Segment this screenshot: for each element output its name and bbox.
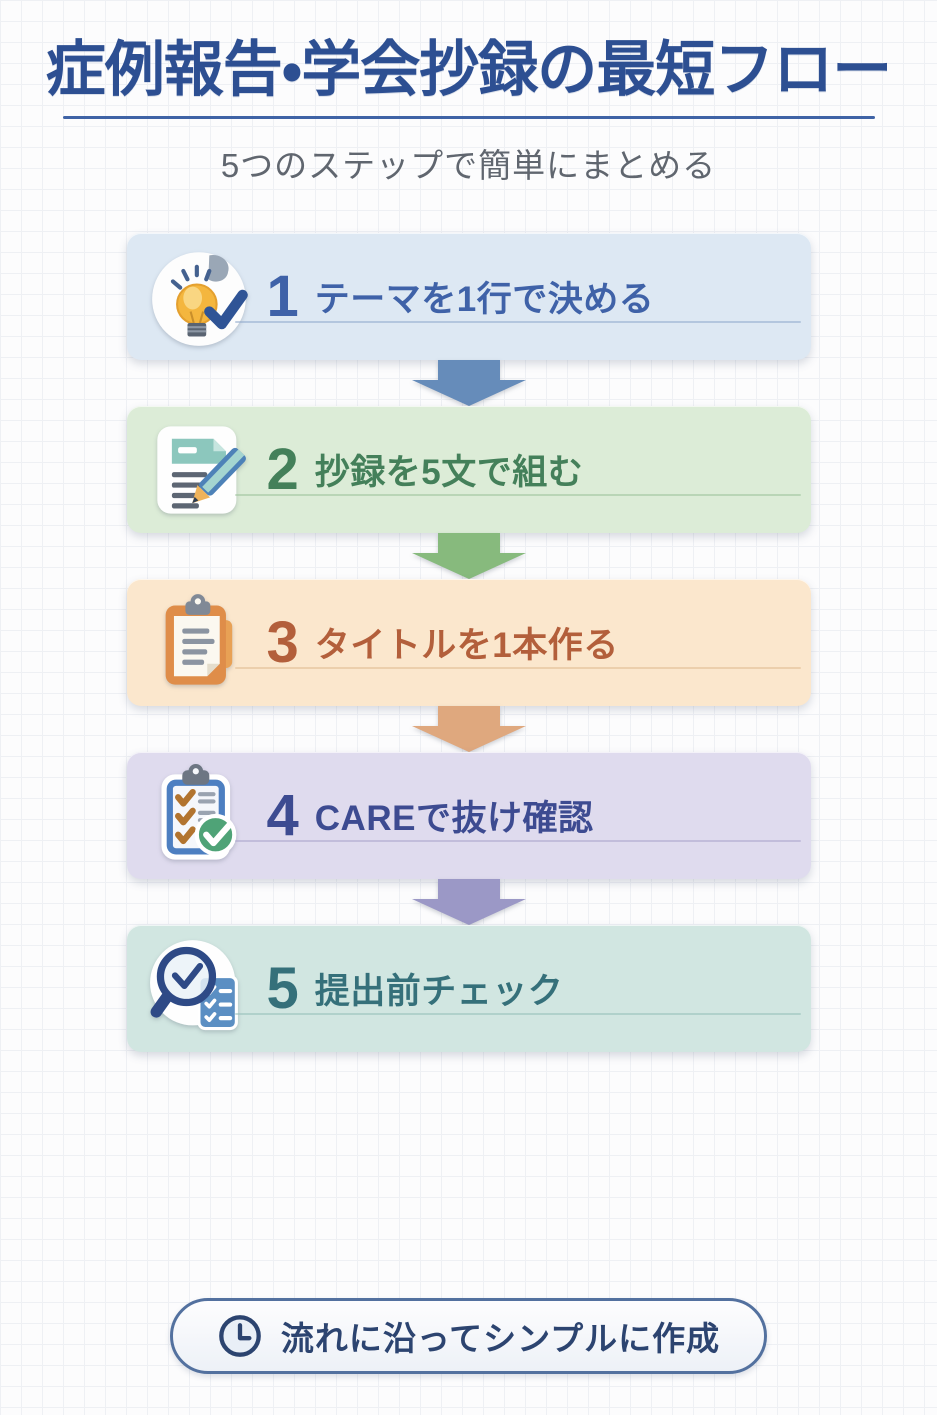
clock-icon <box>217 1313 263 1359</box>
page-subtitle: 5つのステップで簡単にまとめる <box>220 147 717 185</box>
step-label: テーマを1行で決める <box>314 280 655 320</box>
title-underline <box>62 116 875 120</box>
down-arrow <box>127 360 811 407</box>
header: 症例報告・学会抄録の最短フロー 5つのステップで簡単にまとめる <box>0 0 937 187</box>
steps-flow: 1 テーマを1行で決める <box>126 233 811 1053</box>
step-card-2: 2 抄録を5文で組む <box>126 406 811 534</box>
page-title: 症例報告・学会抄録の最短フロー <box>45 36 892 103</box>
down-arrow <box>127 879 811 926</box>
magnifier-checklist-icon <box>149 937 253 1041</box>
checklist-verified-icon <box>149 763 253 868</box>
down-arrow <box>127 706 811 753</box>
step-card-3: 3 タイトルを1本作る <box>126 579 811 707</box>
step-label: CAREで抜け確認 <box>314 799 594 839</box>
step-card-5: 5 提出前チェック <box>126 925 811 1053</box>
step-number: 5 <box>266 955 299 1021</box>
down-arrow <box>127 533 811 580</box>
card-divider-line <box>234 667 801 670</box>
footer-note-pill: 流れに沿ってシンプルに作成 <box>169 1298 768 1375</box>
step-card-4: 4 CAREで抜け確認 <box>126 752 811 880</box>
footer-note-text: 流れに沿ってシンプルに作成 <box>280 1320 721 1358</box>
step-label: 提出前チェック <box>314 972 564 1012</box>
step-label: タイトルを1本作る <box>314 626 619 666</box>
step-number: 2 <box>266 436 299 502</box>
step-number: 4 <box>266 782 299 848</box>
footer: 流れに沿ってシンプルに作成 <box>0 1298 937 1375</box>
clipboard-notes-icon <box>149 591 253 695</box>
card-divider-line <box>234 840 801 843</box>
step-label: 抄録を5文で組む <box>314 453 584 493</box>
step-number: 1 <box>266 263 299 329</box>
card-divider-line <box>234 321 801 324</box>
document-pencil-icon <box>149 418 253 522</box>
step-card-1: 1 テーマを1行で決める <box>126 233 811 361</box>
lightbulb-check-icon <box>149 245 253 349</box>
card-divider-line <box>234 1013 801 1016</box>
card-divider-line <box>234 494 801 497</box>
step-number: 3 <box>266 609 299 675</box>
